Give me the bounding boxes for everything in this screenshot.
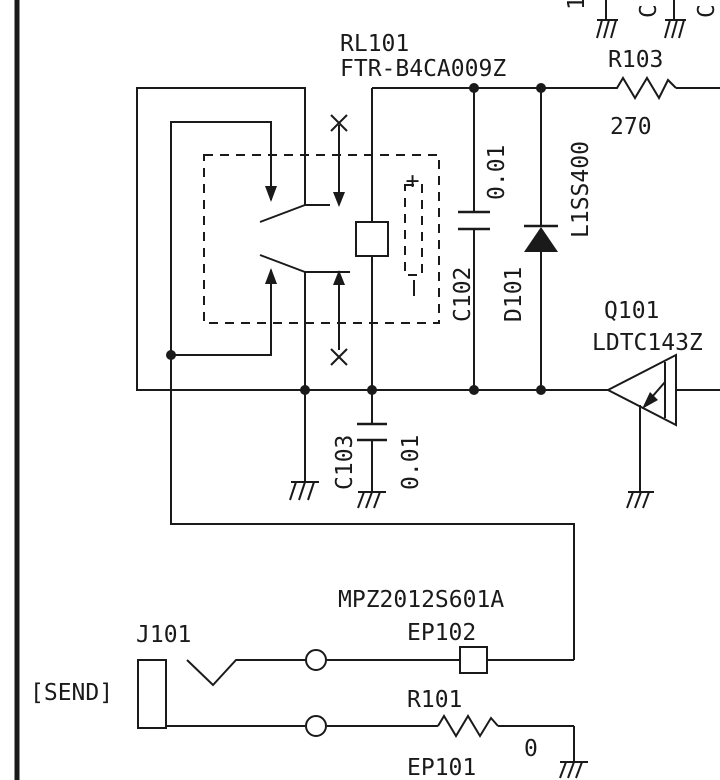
q101-ref-label: Q101 bbox=[604, 298, 659, 324]
resistor-r103: R103 270 bbox=[608, 47, 677, 140]
capacitor-c102: 0.01 C102 bbox=[450, 88, 510, 390]
c102-ref-label: C102 bbox=[450, 267, 476, 322]
r101-value-label: 0 bbox=[524, 736, 538, 762]
d101-ref-label: D101 bbox=[501, 267, 527, 322]
jack-j101: J101 [SEND] bbox=[30, 622, 327, 737]
ferrite-ref-label: EP102 bbox=[407, 620, 476, 646]
top-partial-components: 1 C C bbox=[564, 0, 720, 39]
relay-contact-lower bbox=[259, 254, 306, 273]
protector-ref-label: EP101 bbox=[407, 755, 476, 780]
transistor-q101: Q101 LDTC143Z bbox=[592, 298, 703, 509]
relay-inner-loop-wire bbox=[170, 121, 272, 355]
c102-value-label: 0.01 bbox=[484, 145, 510, 200]
jack-ref-label: J101 bbox=[136, 622, 191, 648]
c103-ref-label: C103 bbox=[332, 435, 358, 490]
capacitor-c103: C103 0.01 bbox=[332, 422, 424, 509]
r103-value-label: 270 bbox=[610, 114, 652, 140]
main-rails bbox=[305, 87, 720, 424]
resistor-r101: R101 0 EP101 bbox=[327, 687, 588, 780]
r103-zigzag bbox=[610, 76, 677, 101]
r101-ref-label: R101 bbox=[407, 687, 462, 713]
relay-enclosure bbox=[203, 154, 440, 324]
relay-rl101: RL101 FTR-B4CA009Z + bbox=[136, 31, 506, 482]
relay-polarity-box bbox=[404, 184, 423, 276]
relay-contact-upper bbox=[259, 204, 306, 223]
relay-coil bbox=[355, 221, 389, 257]
ferrite-ep102: MPZ2012S601A EP102 bbox=[305, 587, 574, 674]
r103-ref-label: R103 bbox=[608, 47, 663, 73]
relay-ref-label: RL101 bbox=[340, 31, 409, 57]
relay-polarity-mark: + bbox=[400, 174, 426, 188]
send-line-wire bbox=[170, 355, 575, 660]
diode-d101: L1SS400 D101 bbox=[501, 88, 594, 390]
relay-ground bbox=[289, 481, 319, 501]
jack-name-label: [SEND] bbox=[30, 680, 113, 706]
top-fragment-left: 1 bbox=[564, 0, 590, 10]
top-fragment-right: C bbox=[694, 4, 720, 18]
relay-part-label: FTR-B4CA009Z bbox=[340, 56, 506, 82]
ferrite-part-label: MPZ2012S601A bbox=[338, 587, 504, 613]
relay-outer-loop-wire bbox=[136, 87, 330, 391]
relay-inner-lower-wire bbox=[171, 270, 272, 356]
top-fragment-mid: C bbox=[636, 4, 662, 18]
jack-body bbox=[137, 659, 167, 729]
c103-value-label: 0.01 bbox=[398, 435, 424, 490]
d101-part-label: L1SS400 bbox=[568, 141, 594, 238]
ferrite-body bbox=[459, 646, 488, 674]
q101-part-label: LDTC143Z bbox=[592, 330, 703, 356]
